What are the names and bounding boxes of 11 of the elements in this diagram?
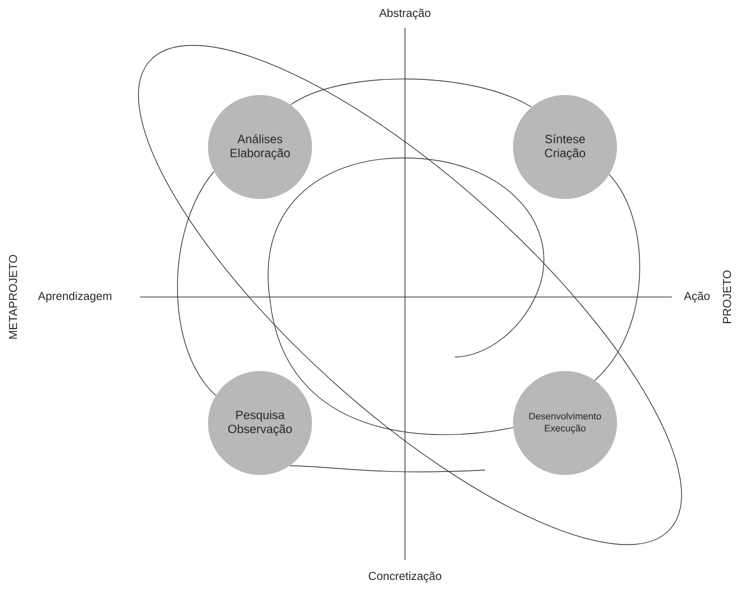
axis-label: Abstração	[379, 8, 430, 20]
axis-label: Concretização	[368, 572, 442, 582]
spiral-line	[268, 158, 544, 436]
spiral-line	[594, 174, 640, 381]
axis-label: Aprendizagem	[38, 292, 112, 302]
spiral-line	[290, 465, 486, 472]
side-title: PROJETO	[722, 270, 732, 324]
side-title: METAPROJETO	[8, 254, 18, 339]
spiral-line	[177, 171, 216, 396]
spiral-line	[290, 78, 532, 108]
axis-label: Ação	[684, 292, 710, 302]
